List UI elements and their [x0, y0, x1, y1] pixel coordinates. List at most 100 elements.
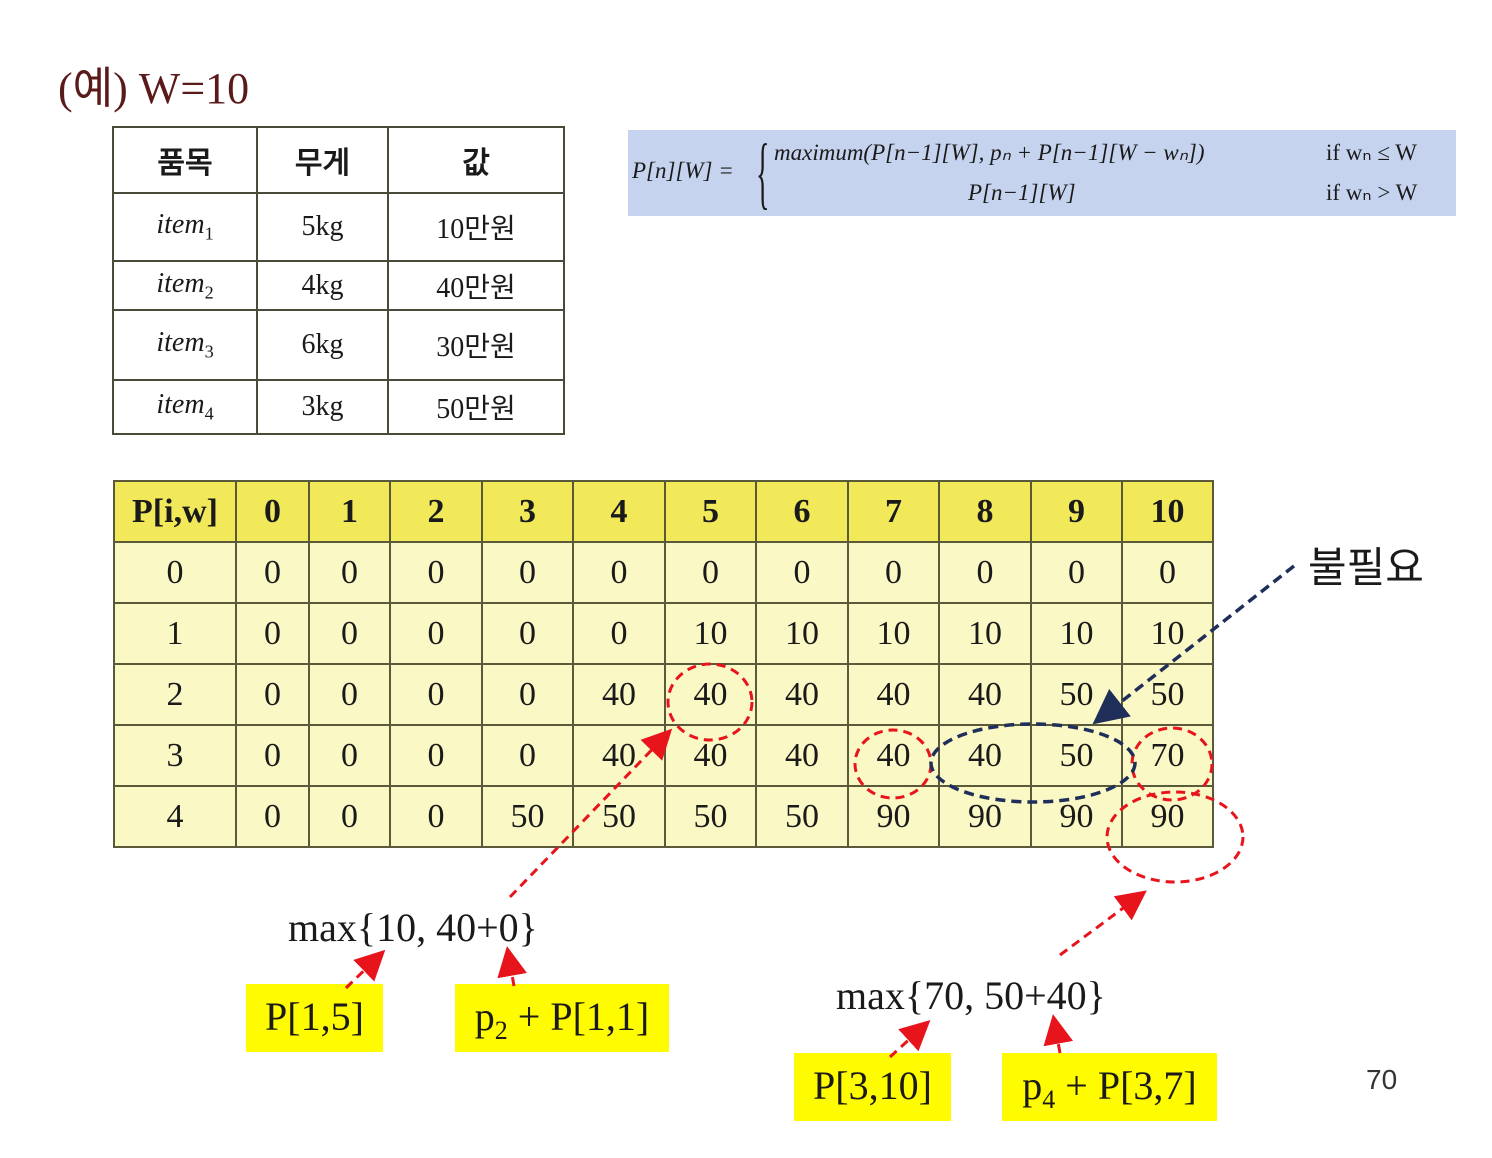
dp-cell: 0 — [308, 785, 391, 848]
arrow-p2plus-to-max1 — [497, 946, 527, 987]
dp-cell: 50 — [572, 785, 666, 848]
dp-cell: 0 — [481, 724, 574, 787]
dp-row-label: 3 — [113, 724, 237, 787]
dp-cell: 0 — [1030, 541, 1123, 604]
dp-cell: 0 — [572, 541, 666, 604]
dp-cell: 0 — [235, 602, 310, 665]
dp-cell: 0 — [1121, 541, 1214, 604]
dp-cell: 40 — [938, 663, 1032, 726]
dp-cell: 0 — [235, 663, 310, 726]
formula-case2: P[n−1][W] — [968, 180, 1076, 205]
dp-cell: 10 — [847, 602, 940, 665]
dp-column-header: 7 — [847, 480, 940, 543]
formula-case1: maximum(P[n−1][W], pₙ + P[n−1][W − wₙ]) — [774, 140, 1205, 165]
dp-cell: 10 — [1030, 602, 1123, 665]
dp-cell: 0 — [235, 724, 310, 787]
item-row: item2 4kg 40만원 — [112, 260, 565, 311]
highlight-box-p2-plus: p2 + P[1,1] — [455, 984, 669, 1052]
dp-cell: 0 — [308, 602, 391, 665]
dp-column-header: 10 — [1121, 480, 1214, 543]
dp-cell: 10 — [755, 602, 849, 665]
formula-brace: { — [756, 129, 770, 217]
item-row: item3 6kg 30만원 — [112, 309, 565, 381]
dp-row-label: 1 — [113, 602, 237, 665]
dp-cell: 0 — [481, 663, 574, 726]
max-expression-2: max{70, 50+40} — [836, 973, 1106, 1018]
dp-cell: 40 — [847, 663, 940, 726]
arrow-p310-to-max2 — [888, 1019, 931, 1059]
dp-row-label: 2 — [113, 663, 237, 726]
dp-corner-label: P[i,w] — [113, 480, 237, 543]
dp-cell: 40 — [664, 724, 757, 787]
item-value: 30만원 — [387, 309, 565, 381]
dp-cell: 0 — [389, 724, 483, 787]
dp-cell: 0 — [235, 785, 310, 848]
circle-p3-7 — [853, 728, 933, 800]
arrow-p4plus-to-max2 — [1043, 1014, 1074, 1054]
item-row: item4 3kg 50만원 — [112, 379, 565, 435]
dp-cell: 90 — [1030, 785, 1123, 848]
dp-column-header: 2 — [389, 480, 483, 543]
item-value: 50만원 — [387, 379, 565, 435]
dp-cell: 40 — [664, 663, 757, 726]
dp-cell: 40 — [938, 724, 1032, 787]
circle-p3-10 — [1130, 726, 1214, 802]
circle-p2-5 — [666, 662, 754, 742]
item-name: item2 — [112, 260, 258, 311]
highlight-box-p15: P[1,5] — [246, 984, 383, 1052]
dp-column-header: 0 — [235, 480, 310, 543]
slide-title: (예) W=10 — [58, 64, 250, 113]
dp-column-header: 3 — [481, 480, 574, 543]
dp-cell: 50 — [481, 785, 574, 848]
dp-cell: 40 — [755, 663, 849, 726]
navy-ellipse-unneeded — [929, 722, 1137, 804]
item-name: item4 — [112, 379, 258, 435]
item-weight: 3kg — [256, 379, 389, 435]
arrow-p15-to-max1 — [344, 949, 386, 990]
dp-column-header: 6 — [755, 480, 849, 543]
dp-cell: 0 — [389, 541, 483, 604]
item-name: item3 — [112, 309, 258, 381]
item-row: item1 5kg 10만원 — [112, 192, 565, 262]
formula-cond1: if wₙ ≤ W — [1326, 140, 1417, 165]
dp-cell: 40 — [572, 663, 666, 726]
dp-cell: 90 — [847, 785, 940, 848]
unneeded-label: 불필요 — [1308, 543, 1424, 592]
item-table-header: 품목 무게 값 — [112, 126, 565, 194]
header-item: 품목 — [112, 126, 258, 194]
item-weight: 6kg — [256, 309, 389, 381]
item-name: item1 — [112, 192, 258, 262]
dp-row-label: 0 — [113, 541, 237, 604]
max-expression-1: max{10, 40+0} — [288, 905, 538, 950]
dp-cell: 10 — [938, 602, 1032, 665]
dp-cell: 0 — [389, 785, 483, 848]
arrow-max1-to-p25 — [508, 728, 673, 899]
highlight-box-p4-plus: p4 + P[3,7] — [1002, 1053, 1217, 1121]
dp-column-header: 9 — [1030, 480, 1123, 543]
formula-cond2: if wₙ > W — [1326, 180, 1418, 205]
dp-cell: 50 — [664, 785, 757, 848]
dp-cell: 40 — [755, 724, 849, 787]
dp-column-header: 4 — [572, 480, 666, 543]
dp-cell: 0 — [308, 663, 391, 726]
dp-cell: 0 — [847, 541, 940, 604]
formula-lhs: P[n][W] = — [632, 158, 734, 183]
dp-cell: 10 — [664, 602, 757, 665]
dp-cell: 0 — [938, 541, 1032, 604]
highlight-box-p310: P[3,10] — [794, 1053, 951, 1121]
dp-cell: 10 — [1121, 602, 1214, 665]
circle-p4-10 — [1105, 790, 1245, 884]
item-table: 품목 무게 값 item1 5kg 10만원 item2 4kg 40만원 it… — [112, 126, 565, 435]
item-weight: 4kg — [256, 260, 389, 311]
dp-cell: 50 — [755, 785, 849, 848]
dp-cell: 40 — [847, 724, 940, 787]
recurrence-formula: P[n][W] = { maximum(P[n−1][W], pₙ + P[n−… — [628, 130, 1456, 216]
header-value: 값 — [387, 126, 565, 194]
dp-column-header: 5 — [664, 480, 757, 543]
dp-cell: 0 — [664, 541, 757, 604]
